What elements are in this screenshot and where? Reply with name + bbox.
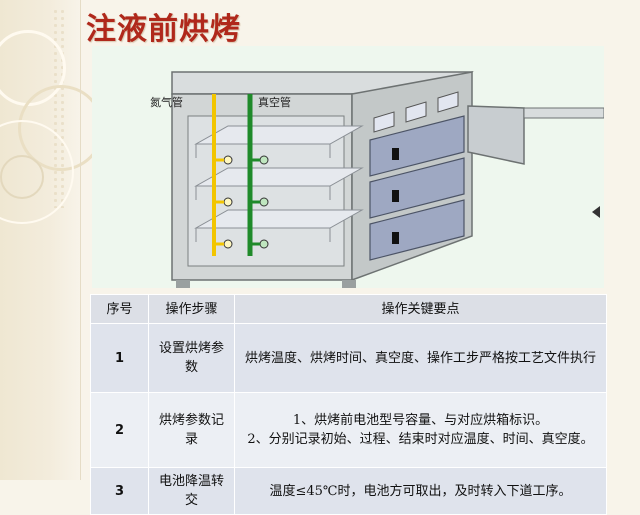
table-header-row: 序号 操作步骤 操作关键要点 bbox=[90, 294, 607, 324]
vacuum-port bbox=[259, 239, 269, 249]
row-step: 电池降温转交 bbox=[148, 467, 235, 515]
vent bbox=[437, 91, 459, 113]
vent bbox=[373, 111, 395, 133]
row-step: 烘烤参数记录 bbox=[148, 392, 235, 468]
drawer-handle bbox=[392, 232, 399, 244]
key-point-text: 温度≤45℃时，电池方可取出，及时转入下道工序。 bbox=[269, 483, 572, 499]
table-row: 2 烘烤参数记录 1、烘烤前电池型号容量、与对应烘箱标识。 2、分别记录初始、过… bbox=[90, 392, 607, 468]
oven-door bbox=[467, 105, 525, 165]
table-row: 1 设置烘烤参数 烘烤温度、烘烤时间、真空度、操作工步严格按工艺文件执行 bbox=[90, 323, 607, 393]
shelf bbox=[194, 167, 364, 200]
nitrogen-port bbox=[223, 239, 233, 249]
row-key-points: 1、烘烤前电池型号容量、与对应烘箱标识。 2、分别记录初始、过程、结束时对应温度… bbox=[234, 392, 607, 468]
vacuum-port bbox=[259, 155, 269, 165]
oven-leg bbox=[342, 280, 356, 288]
shelf bbox=[194, 209, 364, 242]
table-row: 3 电池降温转交 温度≤45℃时，电池方可取出，及时转入下道工序。 bbox=[90, 467, 607, 515]
arrow-icon bbox=[592, 206, 600, 218]
decorative-ring bbox=[0, 155, 44, 199]
row-key-points: 烘烤温度、烘烤时间、真空度、操作工步严格按工艺文件执行 bbox=[234, 323, 607, 393]
drawer bbox=[369, 157, 465, 219]
drawer bbox=[369, 115, 465, 177]
oven-diagram: 氮气管 真空管 bbox=[92, 46, 604, 288]
key-point-text: 2、分别记录初始、过程、结束时对应温度、时间、真空度。 bbox=[247, 432, 594, 447]
drawer-handle bbox=[392, 190, 399, 202]
key-point-text: 烘烤温度、烘烤时间、真空度、操作工步严格按工艺文件执行 bbox=[244, 350, 596, 366]
vent bbox=[405, 101, 427, 123]
row-seq: 1 bbox=[90, 323, 149, 393]
drawer bbox=[369, 199, 465, 261]
decorative-divider bbox=[80, 0, 81, 480]
row-seq: 3 bbox=[90, 467, 149, 515]
nitrogen-port bbox=[223, 155, 233, 165]
row-step: 设置烘烤参数 bbox=[148, 323, 235, 393]
nitrogen-port bbox=[223, 197, 233, 207]
oven-door-edge bbox=[523, 107, 604, 119]
vacuum-port bbox=[259, 197, 269, 207]
oven-leg bbox=[176, 280, 190, 288]
shelf bbox=[194, 125, 364, 158]
row-key-points: 温度≤45℃时，电池方可取出，及时转入下道工序。 bbox=[234, 467, 607, 515]
procedure-table: 序号 操作步骤 操作关键要点 1 设置烘烤参数 烘烤温度、烘烤时间、真空度、操作… bbox=[90, 294, 607, 515]
vacuum-pipe-label: 真空管 bbox=[258, 95, 291, 109]
drawer-handle bbox=[392, 148, 399, 160]
procedure-table-container: 序号 操作步骤 操作关键要点 1 设置烘烤参数 烘烤温度、烘烤时间、真空度、操作… bbox=[90, 294, 607, 515]
nitrogen-pipe-label: 氮气管 bbox=[150, 95, 183, 109]
header-step: 操作步骤 bbox=[148, 294, 235, 324]
oven-illustration: 氮气管 真空管 bbox=[150, 71, 604, 288]
header-key-points: 操作关键要点 bbox=[234, 294, 607, 324]
key-point-text: 1、烘烤前电池型号容量、与对应烘箱标识。 bbox=[292, 413, 549, 428]
row-seq: 2 bbox=[90, 392, 149, 468]
slide-title: 注液前烘烤 bbox=[86, 12, 241, 47]
header-seq: 序号 bbox=[90, 294, 149, 324]
